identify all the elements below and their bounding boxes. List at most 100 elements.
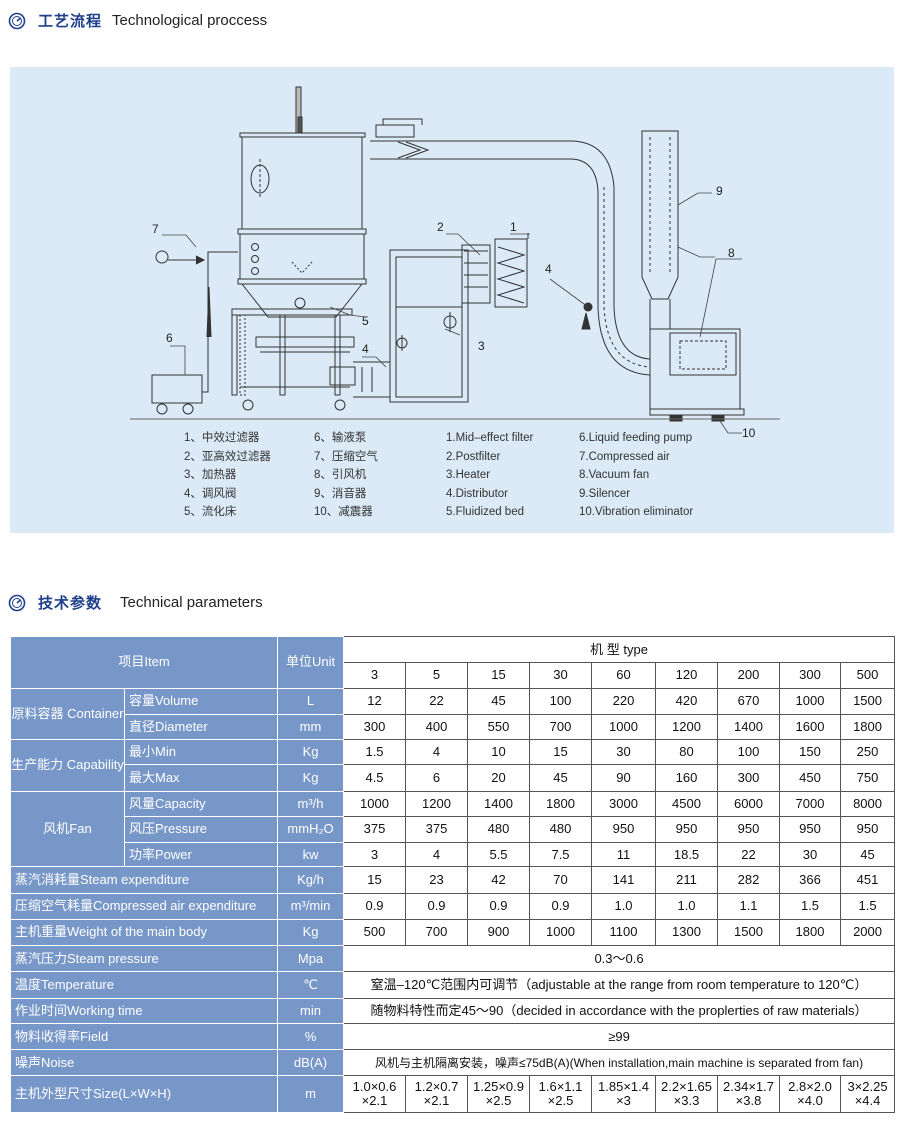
type-cell: 200 bbox=[717, 662, 781, 689]
value-cell: 4.5 bbox=[343, 764, 407, 792]
legend-item: 2、亚高效过滤器 bbox=[184, 450, 271, 463]
type-cell: 500 bbox=[840, 662, 896, 689]
value-cell: 1600 bbox=[779, 713, 842, 741]
table-row: 物料收得率Field%≥99 bbox=[9, 1022, 896, 1051]
value-cell: 0.9 bbox=[343, 892, 407, 920]
value-cell: 1.5 bbox=[779, 892, 842, 920]
size-cell: 1.2×0.7×2.1 bbox=[405, 1075, 469, 1113]
type-cell: 5 bbox=[405, 662, 469, 689]
value-cell: 300 bbox=[343, 713, 407, 741]
type-cell: 15 bbox=[467, 662, 531, 689]
value-cell: 950 bbox=[655, 815, 719, 844]
row-unit: % bbox=[277, 1022, 345, 1051]
clock-icon bbox=[8, 12, 26, 29]
legend-item: 2.Postfilter bbox=[446, 450, 501, 463]
value-cell: 700 bbox=[405, 918, 469, 947]
type-cell: 3 bbox=[343, 662, 407, 689]
value-cell: 750 bbox=[840, 764, 896, 792]
type-cell: 300 bbox=[779, 662, 842, 689]
value-cell: 160 bbox=[655, 764, 719, 792]
legend-cn-1: 1、中效过滤器 2、亚高效过滤器 3、加热器 4、调风阀 5、流化床 bbox=[184, 429, 271, 522]
callout-3: 3 bbox=[478, 339, 485, 353]
value-cell: 420 bbox=[655, 687, 719, 715]
value-cell: 100 bbox=[529, 687, 593, 715]
legend-item: 1.Mid–effect filter bbox=[446, 432, 534, 444]
value-cell: 1.5 bbox=[343, 739, 407, 766]
size-h: ×3.3 bbox=[673, 1093, 700, 1109]
value-cell: 1100 bbox=[591, 918, 657, 947]
value-cell: 0.9 bbox=[467, 892, 531, 920]
callout-labels: 1 2 3 4 4 5 6 7 8 9 10 bbox=[152, 184, 756, 440]
value-cell: 10 bbox=[467, 739, 531, 766]
type-header: 机 型 type bbox=[343, 635, 896, 664]
value-cell: 3 bbox=[343, 842, 407, 868]
size-lw: 2.2×1.65 bbox=[661, 1079, 712, 1095]
legend-item: 3、加热器 bbox=[184, 469, 237, 481]
legend-item: 6、输液泵 bbox=[314, 432, 367, 444]
value-cell: 30 bbox=[779, 842, 842, 868]
silencer bbox=[641, 130, 679, 329]
callout-leaders bbox=[162, 233, 742, 434]
type-cell: 120 bbox=[655, 662, 719, 689]
legend-item: 5.Fluidized bed bbox=[446, 506, 524, 518]
span-value-cell: 窒温–120℃范围内可调节（adjustable at the range fr… bbox=[343, 971, 896, 999]
value-cell: 950 bbox=[779, 815, 842, 844]
value-cell: 6000 bbox=[717, 790, 781, 817]
value-cell: 1800 bbox=[779, 918, 842, 947]
callout-7: 7 bbox=[152, 222, 159, 236]
value-cell: 1500 bbox=[840, 687, 896, 715]
legend-item: 6.Liquid feeding pump bbox=[579, 432, 693, 444]
value-cell: 950 bbox=[840, 815, 896, 844]
value-cell: 5.5 bbox=[467, 842, 531, 868]
value-cell: 950 bbox=[717, 815, 781, 844]
value-cell: 3000 bbox=[591, 790, 657, 817]
legend-item: 9、消音器 bbox=[314, 487, 367, 500]
row-label: 风压Pressure bbox=[123, 815, 279, 844]
value-cell: 480 bbox=[529, 815, 593, 844]
vacuum-fan bbox=[649, 328, 745, 422]
process-diagram: 1 2 3 4 4 5 6 7 8 9 10 bbox=[130, 86, 780, 440]
callout-4a: 4 bbox=[545, 262, 552, 276]
size-h: ×2.5 bbox=[485, 1093, 512, 1109]
size-lw: 1.2×0.7 bbox=[414, 1079, 459, 1095]
value-cell: 15 bbox=[343, 866, 407, 894]
legend-cn-2: 6、输液泵 7、压缩空气 8、引风机 9、消音器 10、减震器 bbox=[314, 429, 378, 522]
row-unit: dB(A) bbox=[277, 1049, 345, 1077]
group-label-container: 原料容器 Container bbox=[10, 687, 125, 741]
value-cell: 12 bbox=[343, 687, 407, 715]
value-cell: 400 bbox=[405, 713, 469, 741]
value-cell: 670 bbox=[717, 687, 781, 715]
size-lw: 1.6×1.1 bbox=[538, 1079, 583, 1095]
size-lw: 2.8×2.0 bbox=[788, 1079, 832, 1095]
value-cell: 15 bbox=[529, 739, 593, 766]
legend-item: 1、中效过滤器 bbox=[184, 432, 260, 444]
size-cell: 1.6×1.1×2.5 bbox=[529, 1075, 593, 1113]
size-h: ×4.4 bbox=[854, 1093, 881, 1109]
value-cell: 900 bbox=[467, 918, 531, 947]
size-cell: 1.0×0.6×2.1 bbox=[343, 1075, 407, 1113]
row-unit: mm bbox=[277, 713, 345, 741]
section-title-cn: 技术参数 bbox=[38, 595, 103, 612]
exhaust-pipe bbox=[370, 118, 651, 376]
value-cell: 4 bbox=[405, 842, 469, 868]
value-cell: 45 bbox=[840, 842, 896, 868]
value-cell: 23 bbox=[405, 866, 469, 894]
row-unit: m bbox=[277, 1075, 345, 1113]
value-cell: 1000 bbox=[591, 713, 657, 741]
value-cell: 1500 bbox=[717, 918, 781, 947]
value-cell: 375 bbox=[405, 815, 469, 844]
value-cell: 2000 bbox=[840, 918, 896, 947]
value-cell: 100 bbox=[717, 739, 781, 766]
callout-1: 1 bbox=[510, 220, 517, 234]
value-cell: 150 bbox=[779, 739, 842, 766]
row-label: 风量Capacity bbox=[123, 790, 279, 817]
size-h: ×2.1 bbox=[361, 1093, 388, 1109]
legend-en-1: 1.Mid–effect filter 2.Postfilter 3.Heate… bbox=[446, 429, 533, 522]
section-header-parameters: 技术参数 Technical parameters bbox=[8, 592, 263, 613]
value-cell: 500 bbox=[343, 918, 407, 947]
section-title-en: Technical parameters bbox=[120, 594, 263, 611]
